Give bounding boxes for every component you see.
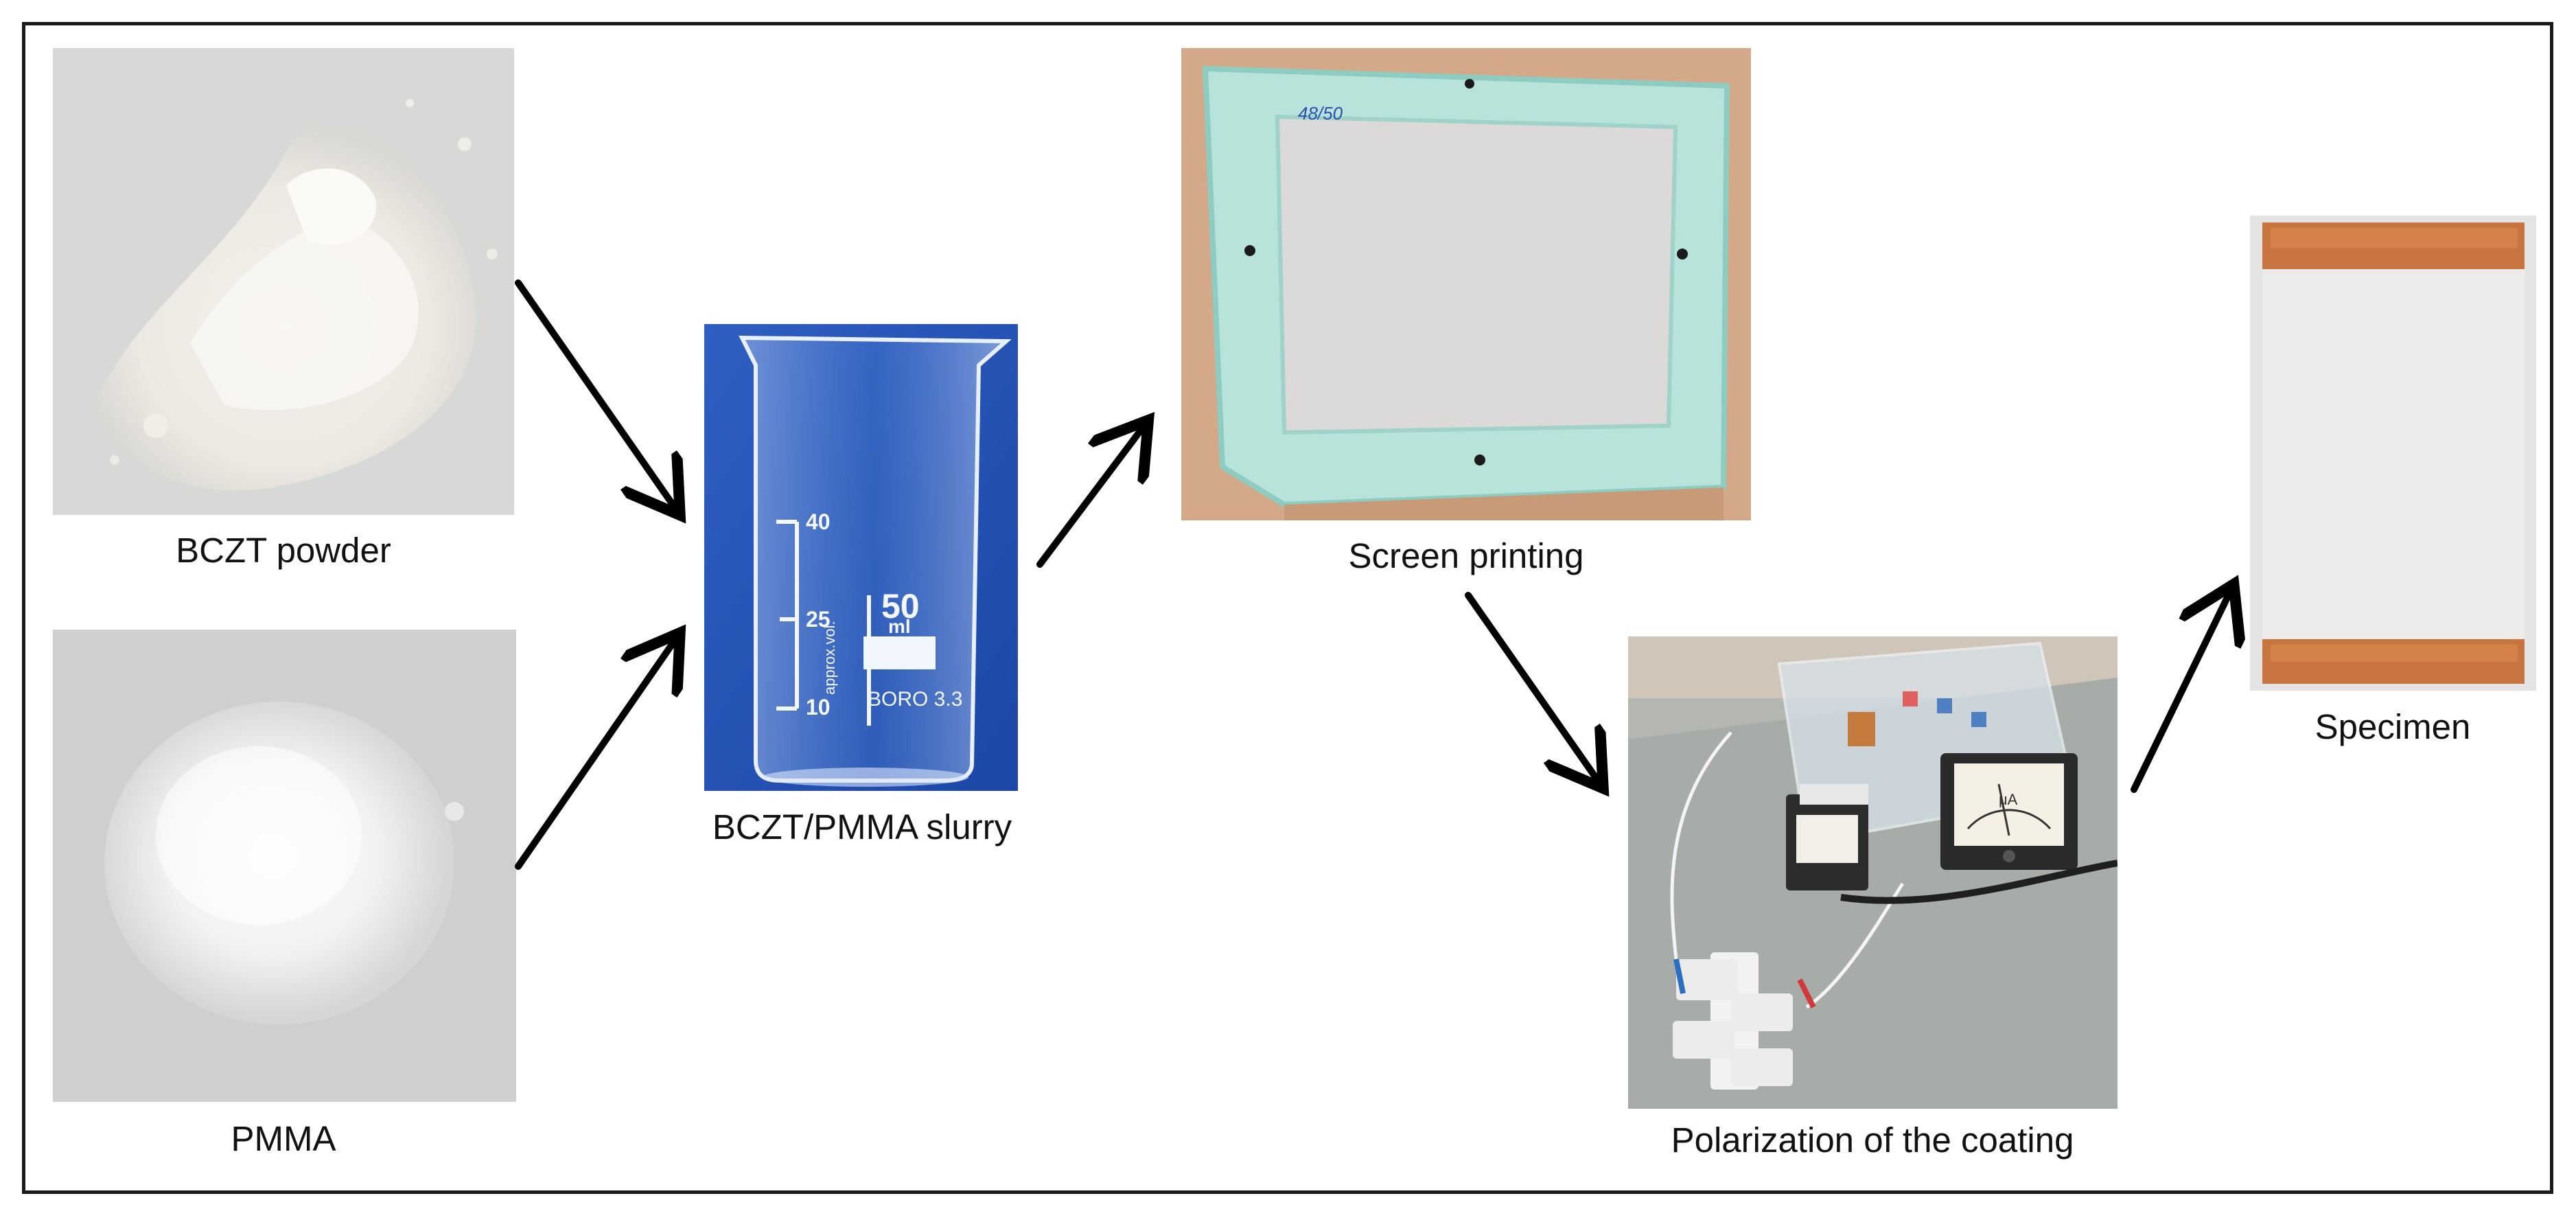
screen-printing-photo: 48/50 (1181, 48, 1751, 520)
frame-handwriting: 48/50 (1298, 103, 1343, 124)
caption-bczt-powder: BCZT powder (176, 531, 391, 570)
microammeter-unit: μA (1999, 791, 2018, 808)
polarization-setup-photo: μA (1628, 636, 2117, 1109)
bczt-powder-photo (53, 48, 514, 515)
pmma-photo (53, 630, 516, 1102)
specimen-photo (2250, 216, 2536, 691)
caption-slurry: BCZT/PMMA slurry (712, 807, 1012, 847)
beaker-mark-10: 10 (806, 695, 831, 720)
beaker-mark-25: 25 (806, 607, 831, 632)
caption-specimen: Specimen (2314, 707, 2471, 746)
caption-polarization: Polarization of the coating (1671, 1120, 2074, 1160)
diagram-frame (22, 22, 2553, 1194)
caption-screen-printing: Screen printing (1348, 536, 1584, 575)
beaker-photo: 40 25 10 50 ml approx.vol. BORO 3.3 (704, 324, 1018, 791)
beaker-unit: ml (888, 616, 911, 637)
beaker-volume: 50 (881, 587, 920, 625)
caption-pmma: PMMA (231, 1119, 336, 1158)
beaker-brand: BORO 3.3 (868, 688, 963, 711)
beaker-approx-vol: approx.vol. (821, 621, 838, 695)
beaker-mark-40: 40 (806, 509, 831, 534)
